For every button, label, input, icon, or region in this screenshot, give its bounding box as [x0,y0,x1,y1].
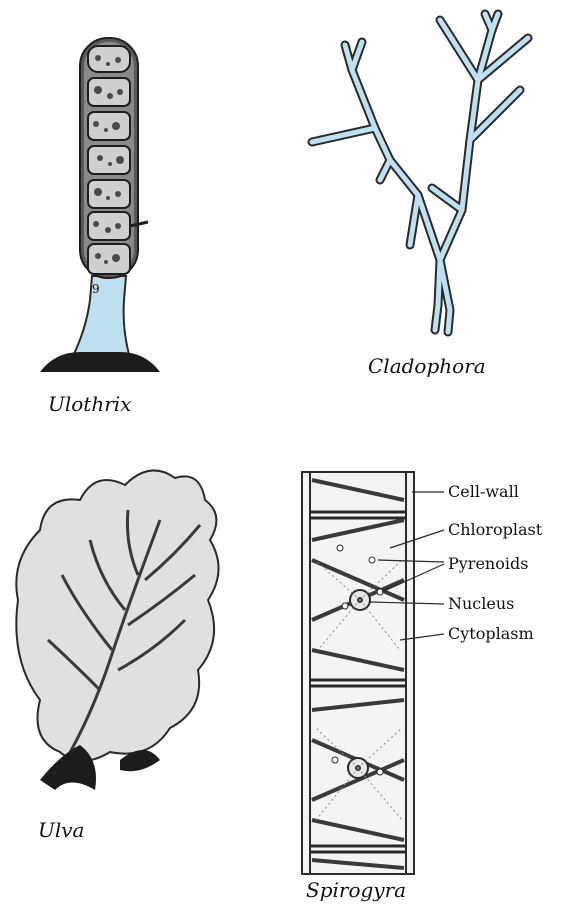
spirogyra-label-cell-wall: Cell-wall [448,482,519,501]
spirogyra-label-chloroplast: Chloroplast [448,520,542,539]
spirogyra-label-pyrenoids: Pyrenoids [448,554,528,573]
spirogyra-label-cytoplasm: Cytoplasm [448,624,534,643]
spirogyra-label-nucleus: Nucleus [448,594,514,613]
spirogyra-caption: Spirogyra [306,878,406,902]
